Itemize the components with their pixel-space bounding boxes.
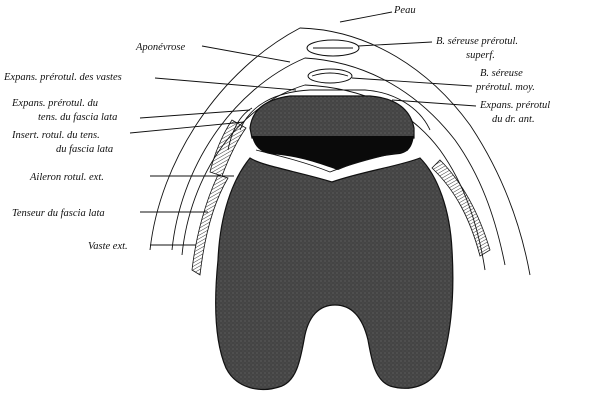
label-insert-rotul-2: du fascia lata <box>56 144 113 155</box>
patella <box>250 96 414 138</box>
label-vaste-ext: Vaste ext. <box>88 241 128 252</box>
label-expans-vastes: Expans. prérotul. des vastes <box>3 72 122 83</box>
label-aponevrose: Aponévrose <box>135 42 186 53</box>
label-insert-rotul-1: Insert. rotul. du tens. <box>11 130 100 141</box>
middle-bursa <box>308 69 352 83</box>
label-expans-dr-ant-1: Expans. prérotul <box>479 100 550 111</box>
label-b-sereuse-moy-2: prérotul. moy. <box>475 82 535 93</box>
label-aileron: Aileron rotul. ext. <box>29 172 104 183</box>
label-expans-tens-1: Expans. prérotul. du <box>11 98 98 109</box>
label-expans-dr-ant-2: du dr. ant. <box>492 114 535 125</box>
label-tenseur: Tenseur du fascia lata <box>12 208 105 219</box>
label-expans-tens-2: tens. du fascia lata <box>38 112 117 123</box>
femur-condyles <box>216 158 453 389</box>
label-b-sereuse-superf-1: B. séreuse prérotul. <box>436 36 518 47</box>
label-b-sereuse-moy-1: B. séreuse <box>480 68 523 79</box>
label-b-sereuse-superf-2: superf. <box>466 50 495 61</box>
label-peau: Peau <box>393 5 416 16</box>
patellar-cartilage <box>252 136 414 170</box>
